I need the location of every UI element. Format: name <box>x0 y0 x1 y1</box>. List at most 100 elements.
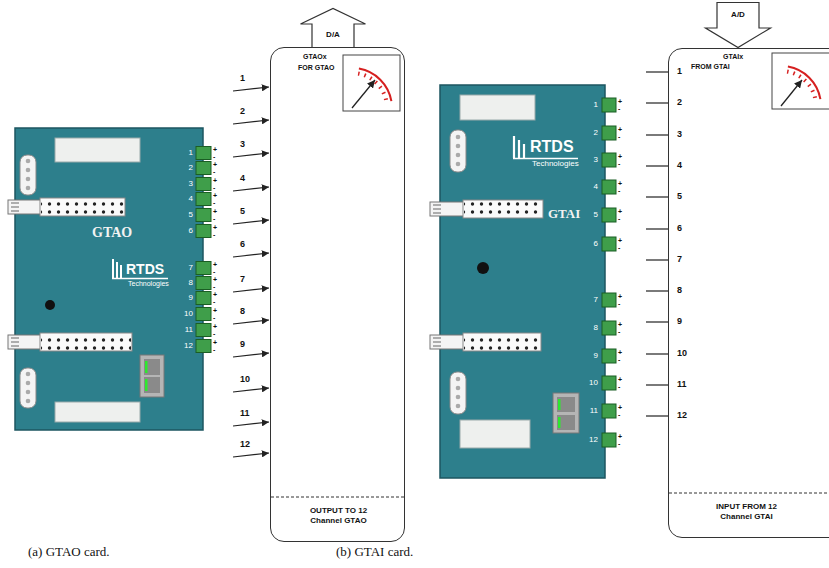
pin-number: 12 <box>181 342 193 350</box>
header-pins <box>41 199 124 215</box>
channel-number: 10 <box>240 375 250 384</box>
block-subtitle: FROM GTAI <box>691 63 730 70</box>
header-plug <box>8 335 42 349</box>
minus-sign: - <box>618 300 620 307</box>
component-block: GTAOxFOR GTAOOUTPUT TO 12 Channel GTAO <box>270 47 405 542</box>
channel-number: 5 <box>677 192 682 201</box>
minus-sign: - <box>213 330 215 337</box>
pcb-board <box>440 85 605 478</box>
header-plug <box>8 200 42 214</box>
display-segment <box>558 399 561 410</box>
arrow-label: D/A <box>312 31 354 39</box>
conversion-arrow: A/D <box>705 2 771 48</box>
connector-pins <box>26 159 31 191</box>
arrow-label: A/D <box>717 11 759 19</box>
pin-number: 6 <box>586 240 598 248</box>
plus-sign: + <box>618 98 622 105</box>
channel-number: 11 <box>677 380 687 389</box>
plus-sign: + <box>618 349 622 356</box>
channel-number: 4 <box>240 174 245 183</box>
minus-sign: - <box>213 199 215 206</box>
label-area <box>55 402 140 422</box>
pin-number: 8 <box>586 324 598 332</box>
gtai-board: RTDSTechnologiesGTAI <box>440 85 605 478</box>
pin-number: 9 <box>181 294 193 302</box>
logo-subtext: Technologies <box>128 280 169 287</box>
channel-number: 1 <box>677 67 682 76</box>
logo-text: RTDS <box>530 139 574 155</box>
channel-number: 6 <box>677 224 682 233</box>
pin-number: 2 <box>181 164 193 172</box>
display-segment <box>145 379 148 391</box>
display-cell <box>557 397 575 412</box>
plus-sign: + <box>213 339 217 346</box>
pin-number: 5 <box>181 211 193 219</box>
plus-sign: + <box>213 261 217 268</box>
channel-number: 8 <box>677 286 682 295</box>
channel-number: 2 <box>677 98 682 107</box>
block-footer: OUTPUT TO 12 Channel GTAO <box>296 506 381 526</box>
channel-number: 10 <box>677 349 687 358</box>
plus-sign: + <box>213 323 217 330</box>
channel-number: 6 <box>240 240 245 249</box>
label-area <box>460 420 530 448</box>
display-segment <box>145 361 148 373</box>
plug-lines <box>11 203 19 211</box>
plus-sign: + <box>618 293 622 300</box>
pin-number: 10 <box>586 379 598 387</box>
header-pins <box>464 201 542 217</box>
pin-number: 5 <box>586 211 598 219</box>
pin-number: 8 <box>181 279 193 287</box>
four-pin-connector <box>20 368 36 408</box>
display-cell <box>144 377 160 393</box>
minus-sign: - <box>213 346 215 353</box>
minus-sign: - <box>618 440 620 447</box>
plus-sign: + <box>213 307 217 314</box>
pin-header <box>40 198 125 216</box>
minus-sign: - <box>618 105 620 112</box>
four-pin-connector <box>450 372 466 414</box>
channel-number: 4 <box>677 161 682 170</box>
channel-number: 2 <box>240 107 245 116</box>
plus-sign: + <box>213 192 217 199</box>
connector-pins <box>456 377 461 409</box>
channel-number: 5 <box>240 207 245 216</box>
block-name: GTAIx <box>723 53 743 60</box>
label-area <box>55 138 140 162</box>
component-block: GTAIxFROM GTAIINPUT FROM 12 Channel GTAI <box>668 48 829 538</box>
pin-number: 12 <box>586 436 598 444</box>
plus-sign: + <box>213 208 217 215</box>
gtai-board-art <box>430 85 616 478</box>
label-area <box>460 95 535 120</box>
block-subtitle: FOR GTAO <box>298 64 334 71</box>
plus-sign: + <box>618 126 622 133</box>
channel-number: 11 <box>240 409 250 418</box>
pin-header <box>463 200 543 218</box>
pin-number: 7 <box>586 296 598 304</box>
plug-lines <box>433 205 441 213</box>
channel-number: 1 <box>240 74 245 83</box>
arrow-outline <box>300 8 366 48</box>
pin-number: 3 <box>181 180 193 188</box>
header-pins <box>464 334 540 350</box>
meter-frame <box>343 55 400 111</box>
minus-sign: - <box>618 356 620 363</box>
logo-bars <box>514 136 524 158</box>
plus-sign: + <box>618 321 622 328</box>
pin-header <box>40 333 132 351</box>
input-arrows <box>233 87 269 457</box>
four-pin-connector <box>20 155 36 195</box>
mounting-dot <box>477 262 489 274</box>
pin-number: 1 <box>181 149 193 157</box>
figure-caption: (b) GTAI card. <box>336 545 413 558</box>
minus-sign: - <box>213 215 215 222</box>
logo-text: RTDS <box>126 262 164 276</box>
meter-needle <box>781 80 802 106</box>
pin-number: 1 <box>586 101 598 109</box>
meter-ticks <box>787 72 815 100</box>
channel-number: 3 <box>677 130 682 139</box>
pin-number: 11 <box>586 407 598 415</box>
display-cell <box>557 415 575 430</box>
channel-number: 8 <box>240 307 245 316</box>
minus-sign: - <box>618 383 620 390</box>
